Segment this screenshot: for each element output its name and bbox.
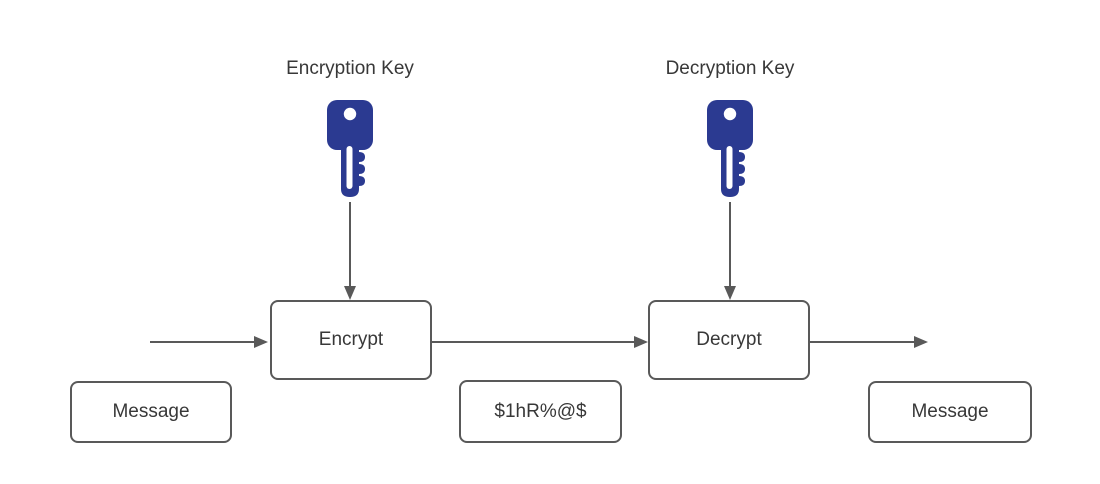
arrow-key-to-decrypt bbox=[724, 202, 736, 300]
decryption-key-label: Decryption Key bbox=[665, 58, 795, 79]
arrow-encrypt-to-decrypt bbox=[432, 336, 648, 348]
arrow-decrypt-to-output bbox=[810, 336, 928, 348]
key-icon bbox=[707, 100, 753, 197]
message-input-box: Message bbox=[70, 381, 232, 443]
encrypt-box: Encrypt bbox=[270, 300, 432, 380]
arrow-input-to-encrypt bbox=[150, 336, 268, 348]
decrypt-box: Decrypt bbox=[648, 300, 810, 380]
key-icon bbox=[327, 100, 373, 197]
message-output-label: Message bbox=[911, 401, 989, 422]
encryption-key-label: Encryption Key bbox=[286, 58, 414, 79]
message-output-box: Message bbox=[868, 381, 1032, 443]
ciphertext-label: $1hR%@$ bbox=[494, 400, 587, 422]
arrow-key-to-encrypt bbox=[344, 202, 356, 300]
ciphertext-box: $1hR%@$ bbox=[459, 380, 622, 443]
message-input-label: Message bbox=[112, 401, 190, 422]
decrypt-box-label: Decrypt bbox=[696, 329, 762, 350]
encrypt-box-label: Encrypt bbox=[318, 329, 384, 350]
